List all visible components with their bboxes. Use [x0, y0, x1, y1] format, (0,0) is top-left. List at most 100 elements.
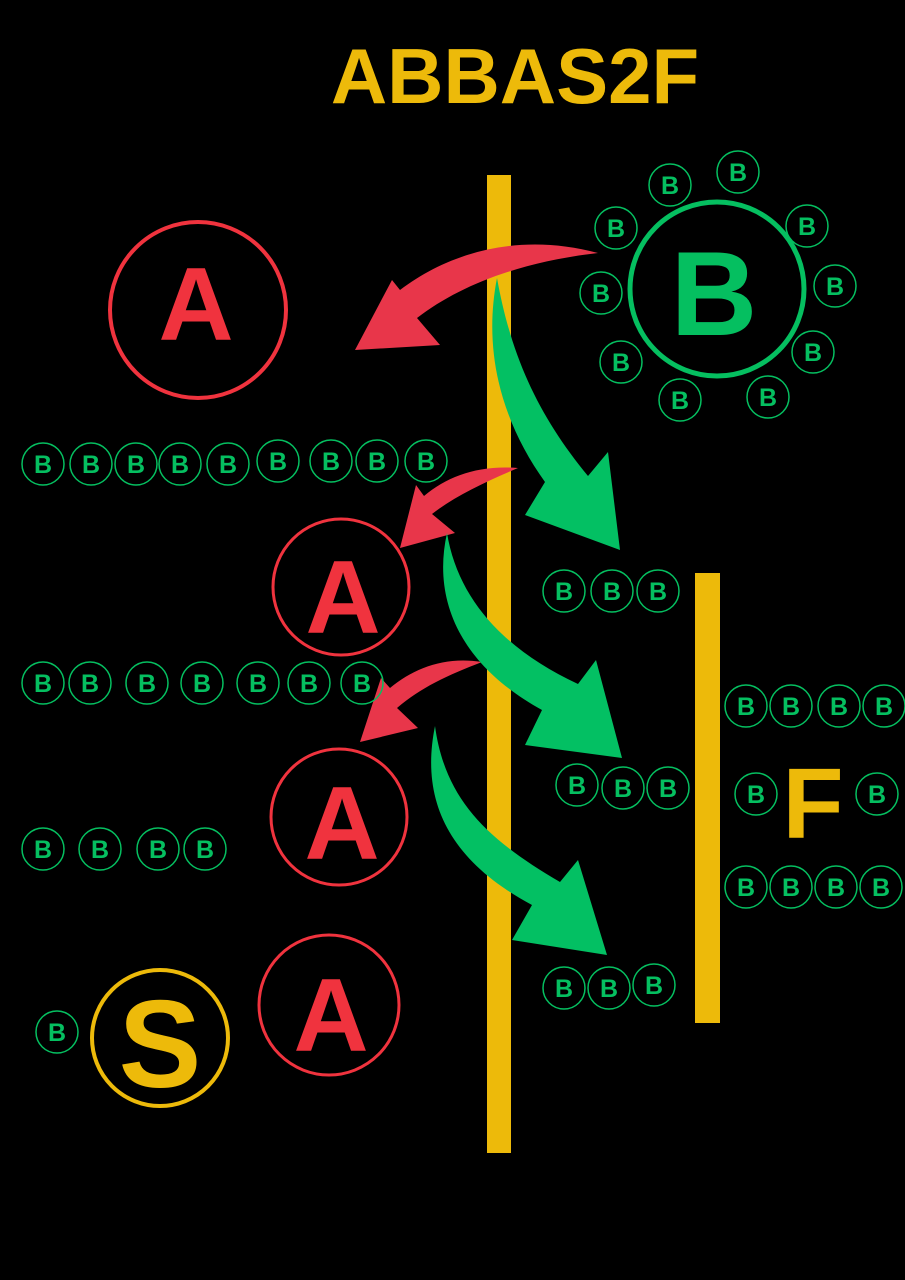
- small-b-circle: B: [646, 766, 690, 810]
- small-b-label: B: [568, 772, 586, 800]
- node-b: B: [627, 199, 807, 379]
- small-b-label: B: [737, 874, 755, 902]
- small-b-circle: B: [658, 378, 702, 422]
- small-b-label: B: [827, 874, 845, 902]
- node-a-1-label: A: [158, 247, 233, 363]
- small-b-label: B: [127, 451, 145, 479]
- node-b-label: B: [671, 227, 758, 361]
- small-b-circle: B: [404, 439, 448, 483]
- small-b-circle: B: [594, 206, 638, 250]
- small-b-circle: B: [21, 661, 65, 705]
- small-b-label: B: [417, 448, 435, 476]
- small-b-circle: B: [862, 684, 905, 728]
- small-b-label: B: [875, 693, 893, 721]
- small-b-circle: B: [340, 661, 384, 705]
- small-b-circle: B: [769, 684, 813, 728]
- small-b-circle: B: [587, 966, 631, 1010]
- small-b-circle: B: [648, 163, 692, 207]
- small-b-circle: B: [180, 661, 224, 705]
- small-b-circle: B: [632, 963, 676, 1007]
- small-b-circle: B: [555, 763, 599, 807]
- small-b-circle: B: [35, 1010, 79, 1054]
- small-b-label: B: [782, 874, 800, 902]
- small-b-label: B: [671, 387, 689, 415]
- small-b-label: B: [612, 349, 630, 377]
- small-b-circle: B: [183, 827, 227, 871]
- small-b-label: B: [603, 578, 621, 606]
- small-b-label: B: [645, 972, 663, 1000]
- small-b-label: B: [607, 215, 625, 243]
- small-b-label: B: [798, 213, 816, 241]
- small-b-circle: B: [136, 827, 180, 871]
- small-b-label: B: [804, 339, 822, 367]
- small-b-circle: B: [791, 330, 835, 374]
- small-b-label: B: [614, 775, 632, 803]
- small-b-circle: B: [158, 442, 202, 486]
- green-arrow-2: [443, 533, 622, 758]
- small-b-label: B: [82, 451, 100, 479]
- small-b-label: B: [659, 775, 677, 803]
- node-a-2-label: A: [305, 540, 380, 656]
- small-b-label: B: [353, 670, 371, 698]
- small-b-label: B: [661, 172, 679, 200]
- small-b-label: B: [729, 159, 747, 187]
- small-b-circle: B: [542, 569, 586, 613]
- green-arrow-3: [431, 726, 607, 955]
- small-b-circle: B: [287, 661, 331, 705]
- small-b-label: B: [322, 448, 340, 476]
- small-b-circle: B: [636, 569, 680, 613]
- small-b-label: B: [747, 781, 765, 809]
- node-a-2: A: [271, 517, 411, 657]
- small-b-label: B: [737, 693, 755, 721]
- small-b-circle: B: [256, 439, 300, 483]
- small-b-label: B: [171, 451, 189, 479]
- small-b-label: B: [782, 693, 800, 721]
- small-b-label: B: [196, 836, 214, 864]
- small-b-label: B: [219, 451, 237, 479]
- small-b-circle: B: [309, 439, 353, 483]
- right-vertical-bar: [695, 573, 720, 1023]
- node-a-1: A: [108, 220, 288, 400]
- small-b-circle: B: [859, 865, 903, 909]
- small-b-circle: B: [814, 865, 858, 909]
- small-b-circle: B: [817, 684, 861, 728]
- small-b-label: B: [193, 670, 211, 698]
- small-b-circle: B: [734, 772, 778, 816]
- small-b-circle: B: [785, 204, 829, 248]
- node-s-label: S: [119, 976, 202, 1114]
- small-b-circle: B: [21, 442, 65, 486]
- small-b-circle: B: [206, 442, 250, 486]
- small-b-circle: B: [355, 439, 399, 483]
- small-b-circle: B: [69, 442, 113, 486]
- small-b-circle: B: [724, 684, 768, 728]
- small-b-circle: B: [579, 271, 623, 315]
- small-b-circle: B: [125, 661, 169, 705]
- diagram-title: ABBAS2F: [331, 32, 699, 120]
- small-b-label: B: [826, 273, 844, 301]
- small-b-label: B: [81, 670, 99, 698]
- small-b-circle: B: [855, 772, 899, 816]
- small-b-circle: B: [21, 827, 65, 871]
- small-b-label: B: [300, 670, 318, 698]
- small-b-label: B: [555, 975, 573, 1003]
- small-b-label: B: [34, 836, 52, 864]
- small-b-label: B: [34, 670, 52, 698]
- node-f-label: F: [782, 748, 843, 860]
- small-b-label: B: [34, 451, 52, 479]
- small-b-label: B: [649, 578, 667, 606]
- small-b-label: B: [138, 670, 156, 698]
- small-b-label: B: [830, 693, 848, 721]
- small-b-label: B: [600, 975, 618, 1003]
- small-b-circle: B: [599, 340, 643, 384]
- small-b-label: B: [269, 448, 287, 476]
- node-a-4-label: A: [293, 958, 368, 1074]
- red-arrow-1: [355, 244, 598, 350]
- node-a-4: A: [257, 933, 401, 1077]
- small-b-label: B: [592, 280, 610, 308]
- small-b-label: B: [249, 670, 267, 698]
- small-b-circle: B: [769, 865, 813, 909]
- red-arrow-2: [400, 467, 518, 548]
